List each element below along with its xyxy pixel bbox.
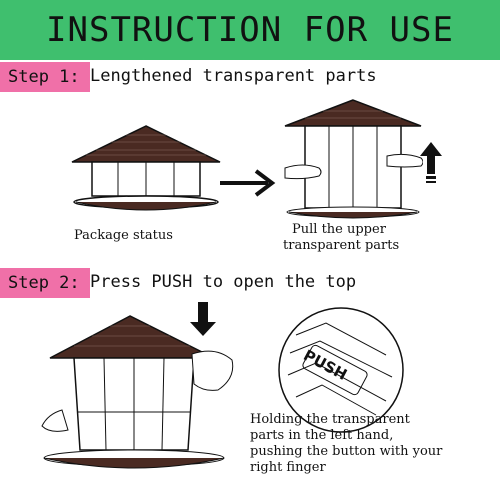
caption-pull-line-2: transparent parts bbox=[283, 238, 400, 253]
feeder-packaged-illustration bbox=[71, 125, 221, 211]
caption-hold-line-3: pushing the button with your bbox=[250, 444, 443, 459]
caption-pull-line-1: Pull the upper bbox=[292, 222, 386, 237]
step-2-text: Press PUSH to open the top bbox=[90, 272, 357, 292]
title-banner: INSTRUCTION FOR USE bbox=[0, 0, 500, 60]
feeder-open-illustration bbox=[41, 302, 234, 469]
step-2-header: Step 2: Press PUSH to open the top bbox=[0, 268, 500, 298]
page-title: INSTRUCTION FOR USE bbox=[46, 10, 454, 50]
step-2-badge: Step 2: bbox=[0, 268, 90, 298]
step-1-header: Step 1: Lengthened transparent parts bbox=[0, 62, 500, 92]
step-1-text: Lengthened transparent parts bbox=[90, 66, 377, 86]
caption-package-status: Package status bbox=[74, 228, 173, 243]
push-button-closeup bbox=[278, 307, 404, 433]
feeder-extended-illustration bbox=[284, 99, 423, 219]
up-arrow-icon bbox=[420, 142, 442, 183]
caption-hold-line-1: Holding the transparent bbox=[250, 412, 410, 427]
right-arrow-icon bbox=[220, 169, 276, 197]
caption-hold-line-2: parts in the left hand, bbox=[250, 428, 394, 443]
caption-hold-line-4: right finger bbox=[250, 460, 326, 475]
step-1-badge: Step 1: bbox=[0, 62, 90, 92]
